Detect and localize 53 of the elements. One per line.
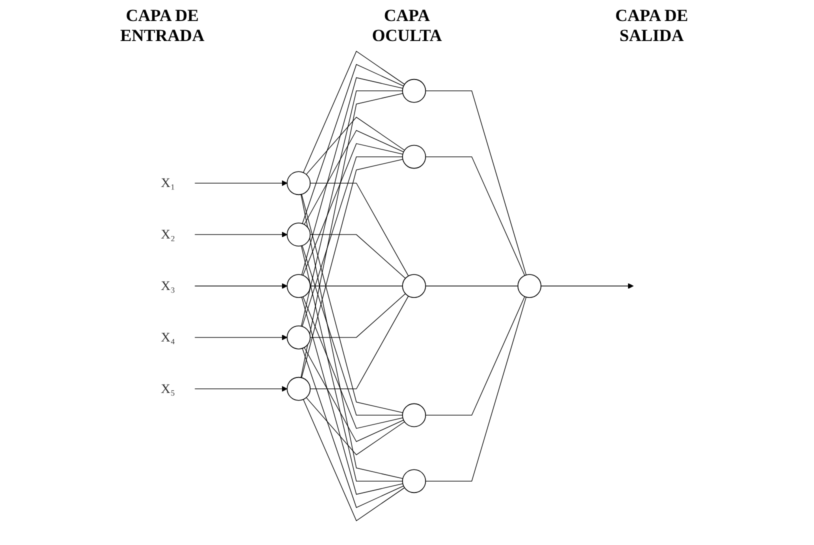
connector xyxy=(304,347,404,442)
node-text: X₅ xyxy=(160,382,176,396)
connector xyxy=(302,245,403,416)
node-circle xyxy=(518,274,542,298)
node-circle xyxy=(402,403,426,428)
arrow xyxy=(194,334,288,340)
connector xyxy=(310,182,409,276)
arrow xyxy=(194,232,288,238)
connector xyxy=(301,77,404,276)
connector xyxy=(302,348,404,508)
node-text: X₄ xyxy=(160,330,176,345)
connector xyxy=(300,90,403,327)
node-circle xyxy=(286,274,311,298)
node-circle xyxy=(402,469,426,494)
connector xyxy=(306,397,405,456)
node-circle xyxy=(286,171,311,196)
connector xyxy=(425,296,526,482)
node-circle xyxy=(286,326,311,350)
node-text: X₁ xyxy=(160,176,176,190)
arrow xyxy=(194,386,288,392)
connector xyxy=(300,245,403,482)
connector xyxy=(425,156,526,276)
connector xyxy=(302,156,403,327)
node-text: X₂ xyxy=(160,227,176,242)
connector xyxy=(302,50,405,173)
connector xyxy=(310,234,406,279)
connector xyxy=(310,296,409,390)
connector xyxy=(306,116,405,175)
connector xyxy=(302,296,404,429)
layer-heading: CAPA DE ENTRADA xyxy=(119,6,206,46)
node-circle xyxy=(286,222,311,246)
arrow xyxy=(540,283,634,289)
node-circle xyxy=(286,376,311,401)
connector xyxy=(301,194,404,413)
connector xyxy=(301,296,404,495)
connector xyxy=(300,93,404,378)
node-circle xyxy=(402,144,426,169)
node-circle xyxy=(402,78,426,103)
layer-heading: CAPA DE SALIDA xyxy=(614,6,690,46)
connector xyxy=(302,399,405,522)
node-text: X₃ xyxy=(160,278,176,294)
connector xyxy=(425,90,526,276)
connector xyxy=(300,194,404,479)
connector xyxy=(301,159,404,378)
connector xyxy=(310,293,406,338)
connector xyxy=(302,143,404,276)
arrow xyxy=(194,180,288,186)
node-circle xyxy=(402,274,426,298)
connector xyxy=(302,64,404,224)
connector xyxy=(304,130,404,225)
connector xyxy=(425,296,526,416)
arrow xyxy=(194,283,288,289)
layer-heading: CAPA OCULTA xyxy=(371,6,443,46)
